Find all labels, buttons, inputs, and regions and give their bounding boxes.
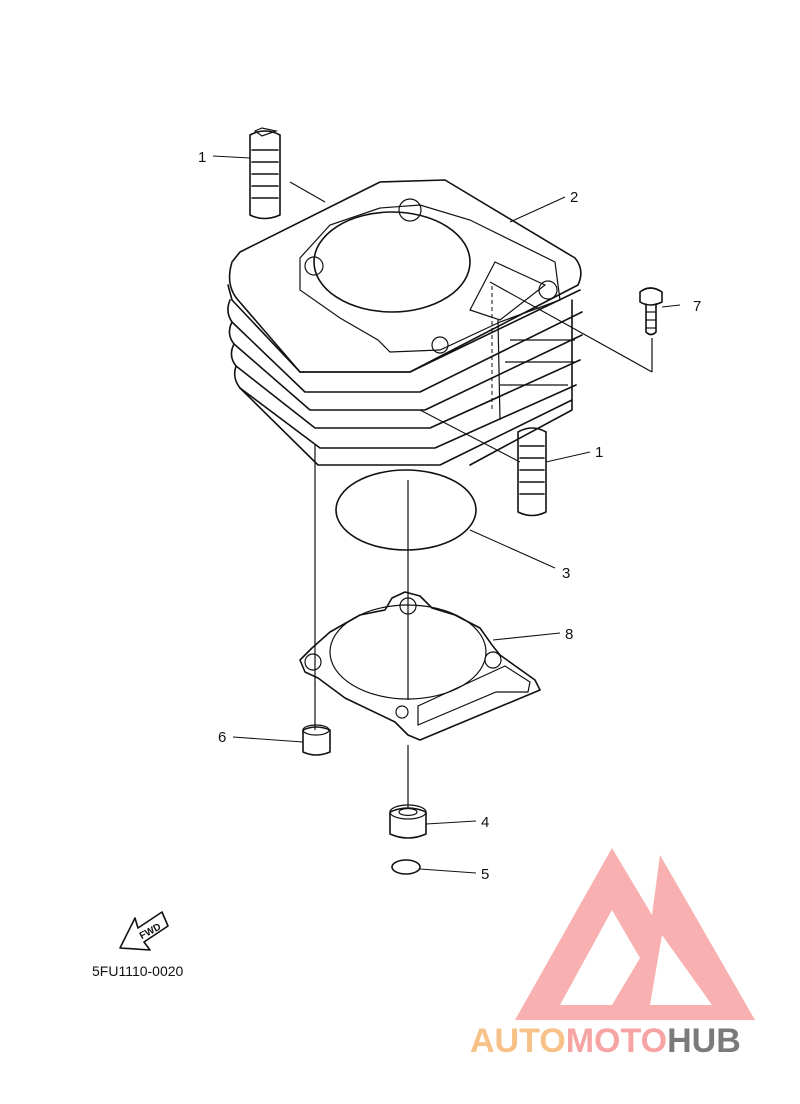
callout-1-upper: 1 [198,149,206,166]
dowel-pin-4 [389,804,427,839]
cylinder-block [227,179,583,466]
callout-1-lower: 1 [595,444,603,461]
bolt [639,287,663,336]
watermark-moto: MOTO [566,1022,667,1060]
watermark-text: AUTOMOTOHUB [470,1022,741,1060]
stud-bolt-lower [517,427,547,517]
o-ring-small [391,859,421,875]
cylinder-base-gasket [299,591,541,741]
callout-5: 5 [481,866,489,883]
callout-3: 3 [562,565,570,582]
callout-7: 7 [693,298,701,315]
callout-2: 2 [570,189,578,206]
leader-lines [212,155,681,874]
callout-4: 4 [481,814,489,831]
automotohub-logo [515,848,755,1020]
callout-6: 6 [218,729,226,746]
dowel-pin-6 [302,724,331,756]
watermark-auto: AUTO [470,1022,566,1060]
assembly-axes [314,281,653,808]
watermark-hub: HUB [667,1022,741,1060]
stud-bolt-upper [249,127,281,220]
o-ring-large [335,469,477,551]
callout-numbers: 1 2 7 1 3 8 6 4 5 [198,149,701,883]
callout-8: 8 [565,626,573,643]
forward-arrow-icon: FWD [119,911,169,951]
diagram-code: 5FU1110-0020 [92,963,184,979]
